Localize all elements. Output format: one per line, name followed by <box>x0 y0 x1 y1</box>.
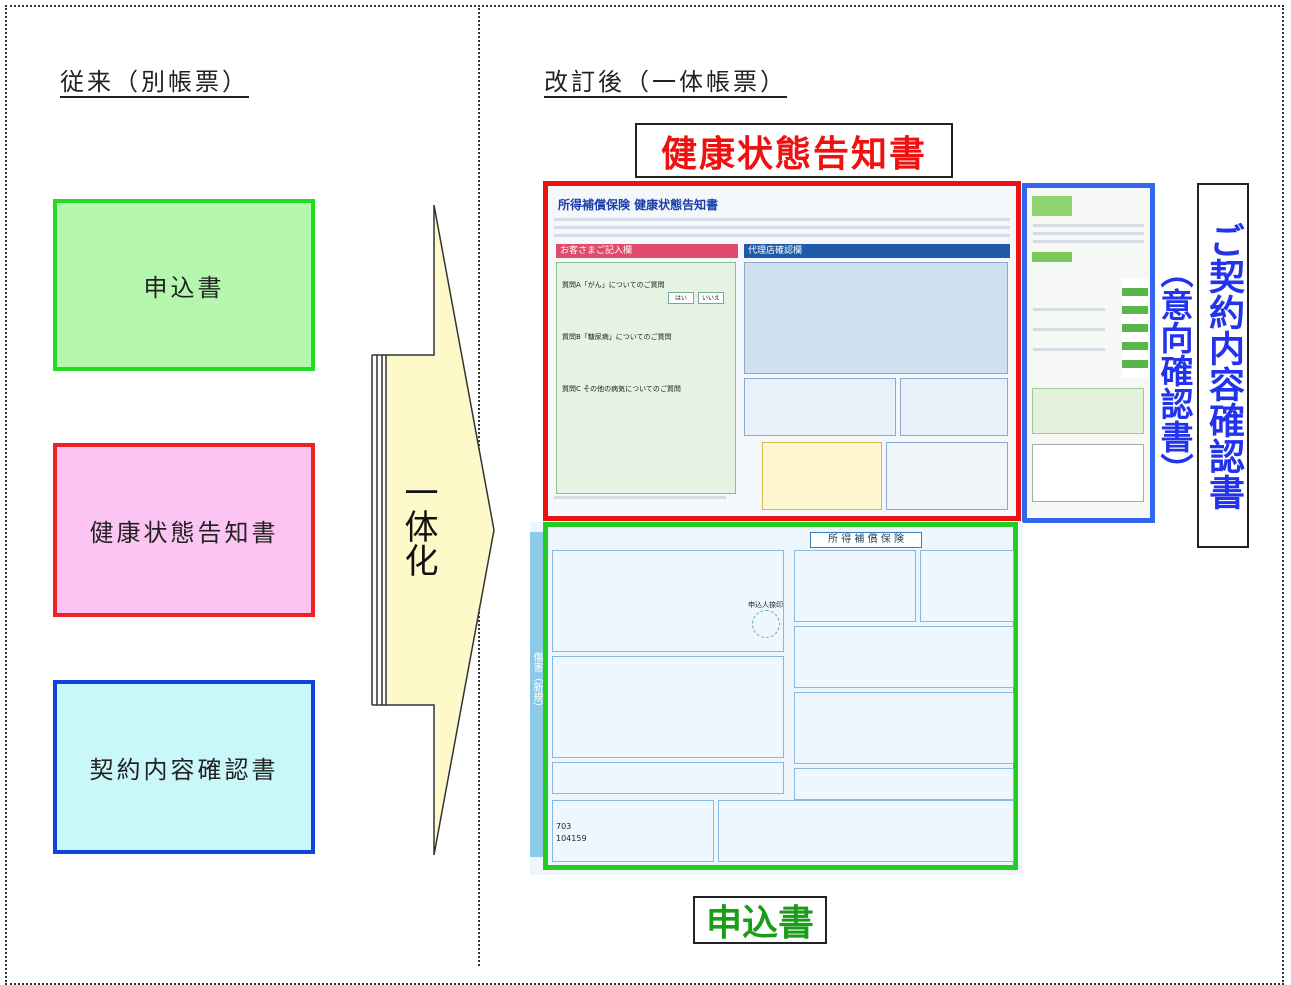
health-declaration-box: 健康状態告知書 <box>53 443 315 617</box>
contract-confirmation-label: 契約内容確認書 <box>89 755 279 784</box>
after-heading: 改訂後（一体帳票） <box>544 68 787 96</box>
form-code-2: 104159 <box>556 834 587 843</box>
contract-confirmation-form-image <box>1022 183 1155 523</box>
integration-arrow <box>371 205 495 856</box>
yes-box: はい <box>668 292 694 304</box>
contract-form-title-label: ご契約内容確認書 <box>1197 183 1249 548</box>
application-form-title-label: 申込書 <box>693 896 827 944</box>
health-declaration-label: 健康状態告知書 <box>89 518 279 547</box>
application-side-text: 傷害（新規） <box>531 652 542 712</box>
health-declaration-form-image: 所得補償保険 健康状態告知書 お客さまご記入欄 代理店確認欄 質問A「がん」につ… <box>543 181 1021 521</box>
health-form-heading: 所得補償保険 健康状態告知書 <box>558 198 719 212</box>
before-heading: 従来（別帳票） <box>60 68 249 96</box>
application-form-label: 申込書 <box>143 273 225 302</box>
integration-label: 一体化 <box>398 475 438 577</box>
health-form-title-label: 健康状態告知書 <box>635 123 953 178</box>
intent-confirmation-label: （意向確認書） <box>1155 254 1194 486</box>
no-box: いいえ <box>698 292 724 304</box>
question-c: 質問C その他の病気についてのご質問 <box>562 385 681 393</box>
application-form-heading: 所 得 補 償 保 険 <box>810 532 922 548</box>
contract-confirmation-box: 契約内容確認書 <box>53 680 315 854</box>
customer-section-bar: お客さまご記入欄 <box>556 244 738 258</box>
application-form-image: 傷害（新規） 所 得 補 償 保 険 申込人捺印 703 104159 <box>530 522 1023 875</box>
form-code-1: 703 <box>556 822 572 831</box>
question-a: 質問A「がん」についてのご質問 <box>562 281 665 289</box>
agent-section-bar: 代理店確認欄 <box>744 244 1010 258</box>
question-b: 質問B「糖尿病」についてのご質問 <box>562 333 672 341</box>
application-form-box: 申込書 <box>53 199 315 371</box>
applicant-seal-label: 申込人捺印 <box>748 601 783 609</box>
